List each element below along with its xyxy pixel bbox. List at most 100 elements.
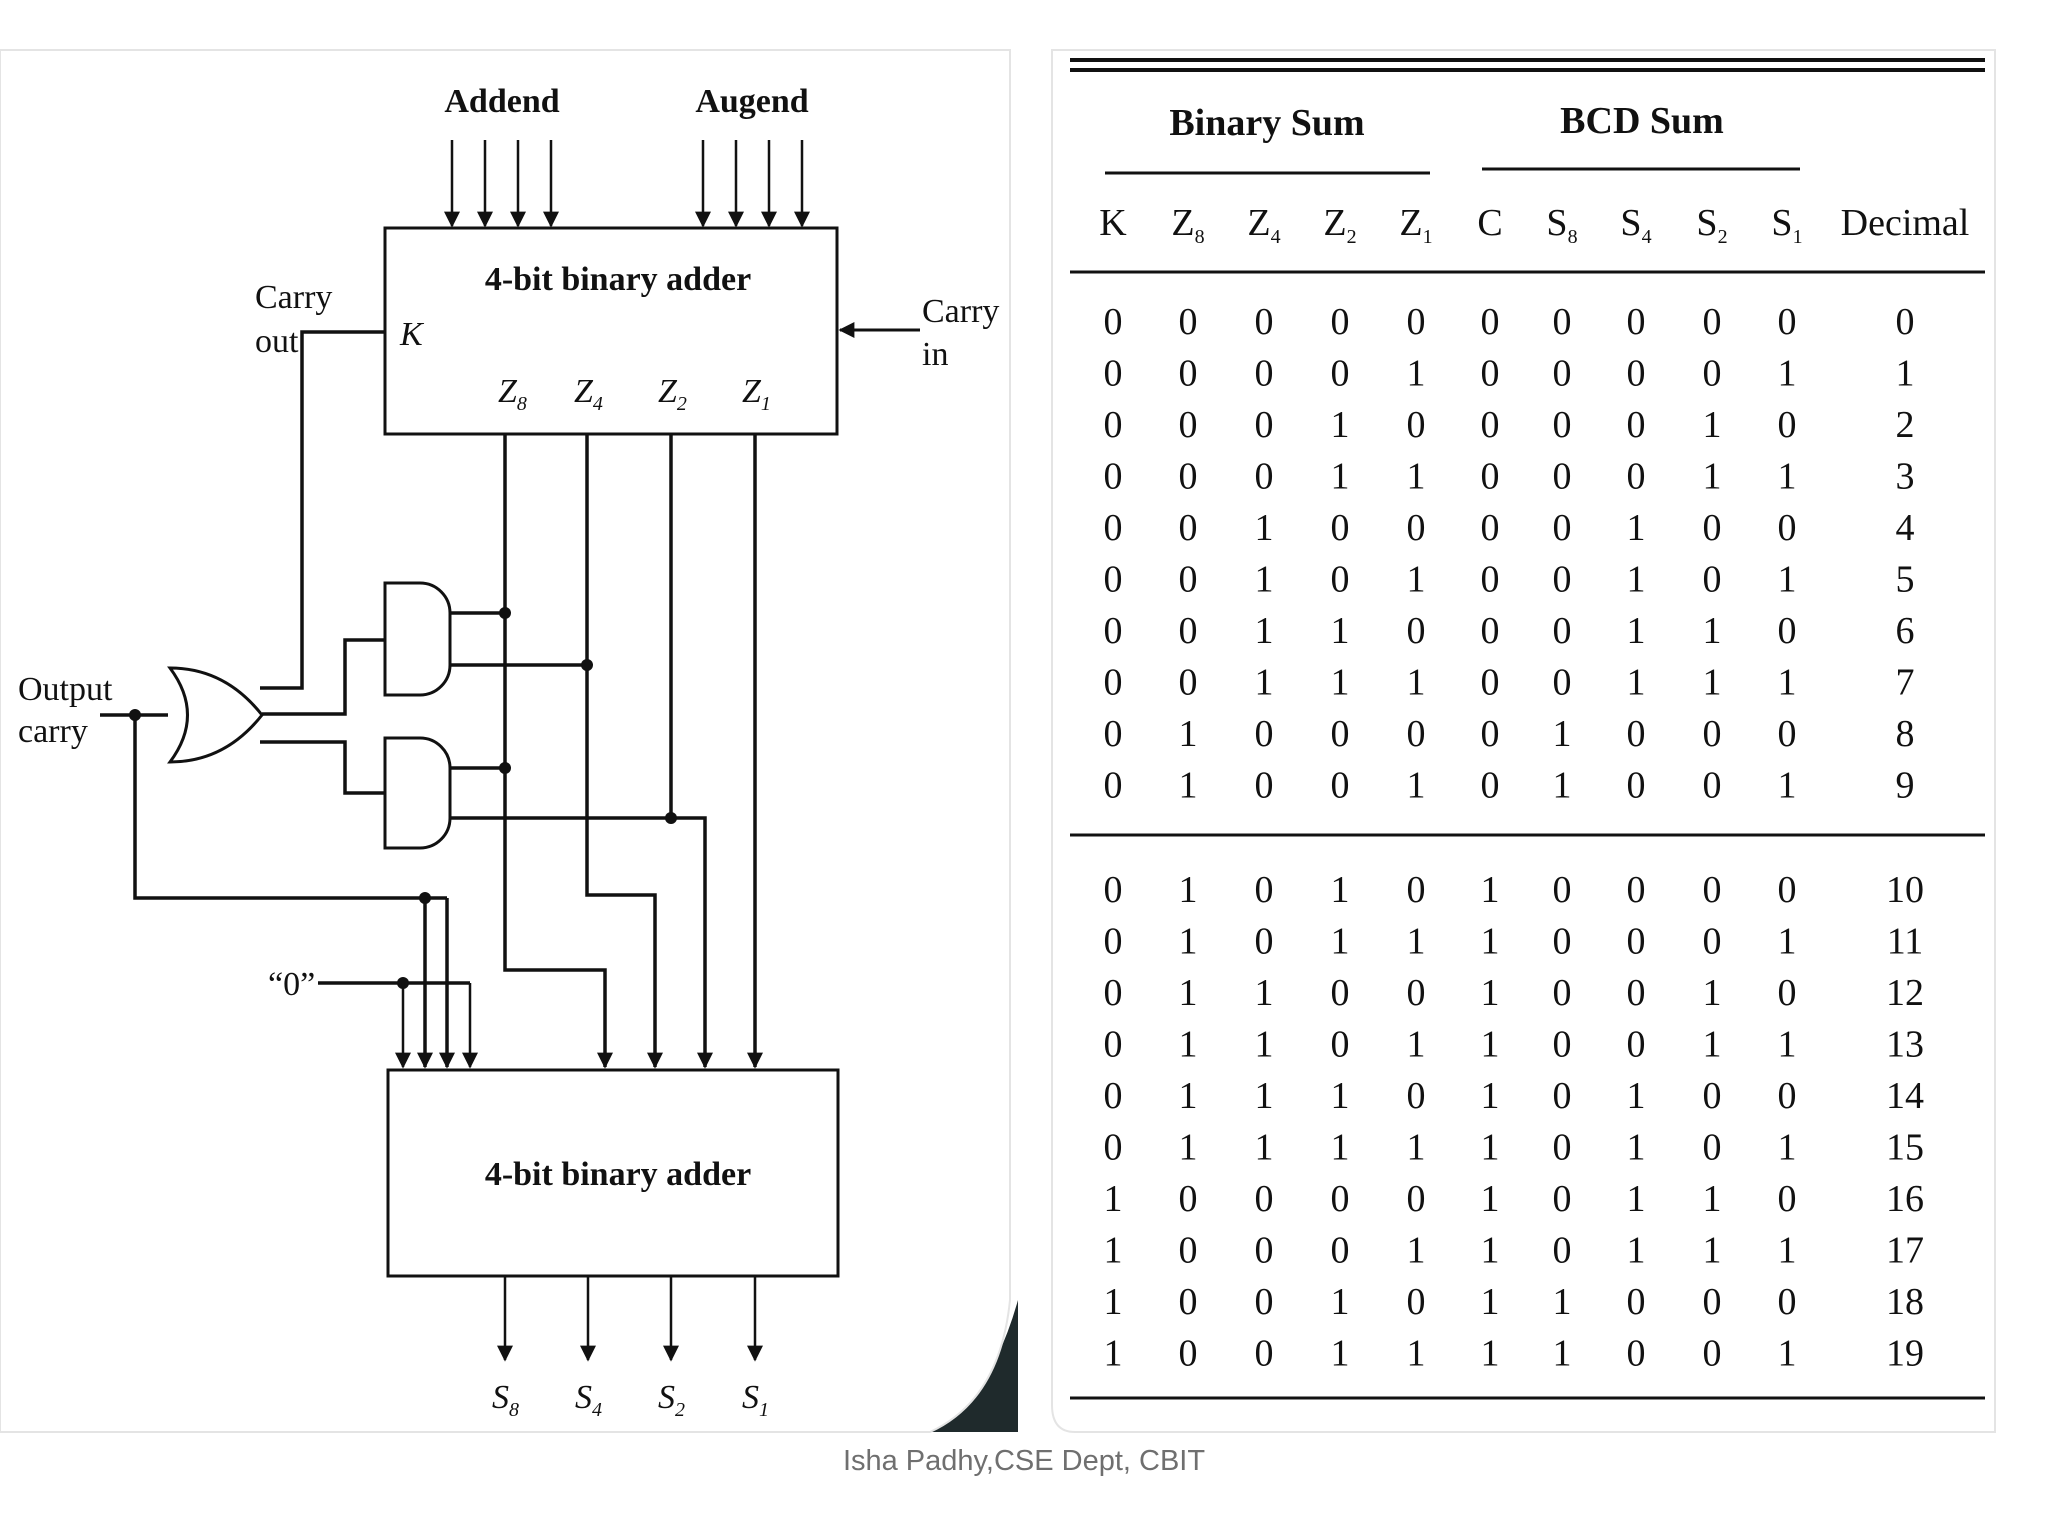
table-cell: 0 — [1179, 353, 1198, 395]
table-cell: 0 — [1331, 765, 1350, 807]
table-cell: 0 — [1179, 1281, 1198, 1323]
table-cell: 1 — [1331, 869, 1350, 911]
table-cell: 0 — [1407, 1178, 1426, 1220]
table-cell: 0 — [1703, 921, 1722, 963]
table-cell: 0 — [1104, 559, 1123, 601]
table-cell: 1 — [1179, 972, 1198, 1014]
output-carry-label-2: carry — [18, 713, 88, 750]
table-cell: 0 — [1255, 1178, 1274, 1220]
table-cell: 0 — [1407, 869, 1426, 911]
table-cell: 0 — [1331, 1178, 1350, 1220]
table-cell: 0 — [1331, 713, 1350, 755]
table-cell: 0 — [1104, 610, 1123, 652]
table-cell: 1 — [1481, 1281, 1500, 1323]
table-cell: 1 — [1331, 404, 1350, 446]
table-cell: 1 — [1481, 1230, 1500, 1272]
table-cell: 0 — [1104, 1024, 1123, 1066]
table-cell: 0 — [1255, 301, 1274, 343]
table-cell: 0 — [1553, 869, 1572, 911]
table-cell: 14 — [1886, 1075, 1924, 1117]
table-cell: 0 — [1407, 507, 1426, 549]
table-cell: 0 — [1703, 765, 1722, 807]
table-cell: 1 — [1255, 1127, 1274, 1169]
table-cell: 0 — [1331, 1230, 1350, 1272]
z1-label: Z1 — [742, 373, 771, 415]
table-cell: 0 — [1255, 353, 1274, 395]
addend-label: Addend — [444, 83, 559, 120]
table-cell: 0 — [1407, 1281, 1426, 1323]
bottom-adder-box — [386, 1068, 840, 1278]
table-cell: 1 — [1627, 559, 1646, 601]
table-cell: 0 — [1703, 713, 1722, 755]
table-cell: 0 — [1553, 972, 1572, 1014]
column-header: Z4 — [1247, 202, 1280, 248]
bottom-adder-label: 4-bit binary adder — [485, 1156, 751, 1193]
table-cell: 0 — [1104, 404, 1123, 446]
table-cell: 0 — [1627, 921, 1646, 963]
table-cell: 1 — [1778, 662, 1797, 704]
table-cell: 1 — [1481, 1075, 1500, 1117]
table-cell: 5 — [1896, 559, 1915, 601]
table-cell: 1 — [1179, 1024, 1198, 1066]
table-cell: 0 — [1703, 869, 1722, 911]
and-gate-2 — [383, 736, 452, 850]
table-cell: 1 — [1331, 1127, 1350, 1169]
table-cell: 1 — [1553, 1333, 1572, 1375]
column-header: C — [1477, 202, 1502, 244]
table-cell: 0 — [1627, 713, 1646, 755]
table-cell: 1 — [1553, 1281, 1572, 1323]
table-cell: 1 — [1331, 610, 1350, 652]
table-cell: 0 — [1481, 301, 1500, 343]
table-cell: 1 — [1778, 559, 1797, 601]
table-cell: 1 — [1407, 456, 1426, 498]
table-cell: 0 — [1553, 1075, 1572, 1117]
carry-in-label-1: Carry — [922, 293, 999, 330]
column-header: S2 — [1696, 202, 1727, 248]
table-cell: 1 — [1331, 1075, 1350, 1117]
table-cell: 1 — [1407, 1333, 1426, 1375]
table-cell: 0 — [1778, 610, 1797, 652]
table-cell: 0 — [1553, 1127, 1572, 1169]
table-cell: 1 — [1627, 1075, 1646, 1117]
table-cell: 1 — [1481, 1127, 1500, 1169]
table-cell: 1 — [1255, 610, 1274, 652]
table-cell: 1 — [1627, 662, 1646, 704]
table-cell: 0 — [1179, 610, 1198, 652]
table-cell: 0 — [1255, 1333, 1274, 1375]
table-cell: 0 — [1407, 301, 1426, 343]
table-cell: 0 — [1104, 1127, 1123, 1169]
table-cell: 18 — [1886, 1281, 1924, 1323]
table-cell: 0 — [1703, 1127, 1722, 1169]
table-cell: 1 — [1104, 1178, 1123, 1220]
table-cell: 0 — [1703, 301, 1722, 343]
bottom-adder-input-arrows — [395, 983, 763, 1069]
column-header: S4 — [1620, 202, 1651, 248]
table-cell: 1 — [1331, 456, 1350, 498]
table-cell: 1 — [1481, 869, 1500, 911]
table-cell: 0 — [1255, 921, 1274, 963]
table-cell: 1 — [1331, 662, 1350, 704]
table-cell: 0 — [1255, 765, 1274, 807]
table-cell: 12 — [1886, 972, 1924, 1014]
table-cell: 0 — [1703, 353, 1722, 395]
table-cell: 1 — [1481, 1333, 1500, 1375]
table-cell: 0 — [1627, 456, 1646, 498]
column-header: K — [1099, 202, 1127, 244]
table-cell: 0 — [1179, 456, 1198, 498]
table-cell: 1 — [1627, 1178, 1646, 1220]
table-cell: 1 — [1703, 610, 1722, 652]
table-cell: 1 — [1104, 1281, 1123, 1323]
zero-label: “0” — [268, 966, 315, 1003]
table-cell: 0 — [1481, 456, 1500, 498]
table-cell: 0 — [1104, 972, 1123, 1014]
table-cell: 0 — [1627, 765, 1646, 807]
